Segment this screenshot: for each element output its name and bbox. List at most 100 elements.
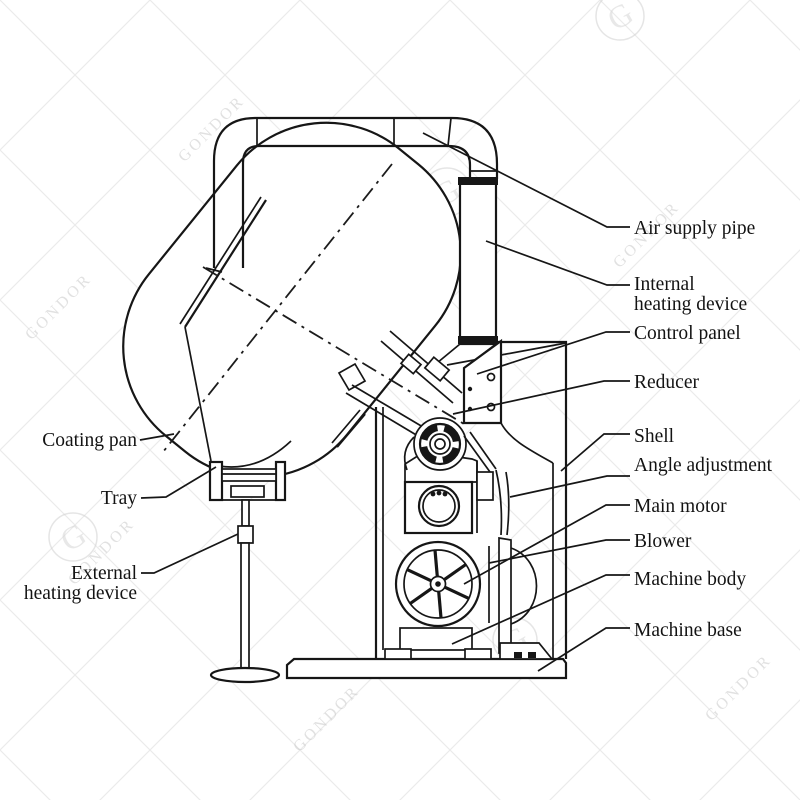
stand-collar (237, 525, 254, 544)
control-panel-plate (462, 338, 503, 425)
label-blower: Blower (634, 531, 692, 552)
label-tray: Tray (101, 488, 137, 509)
shaft-clamp-block (423, 356, 451, 382)
label-coating-pan: Coating pan (42, 430, 137, 451)
pan-rim-edge-upper-inner (179, 196, 262, 325)
leader-tray (140, 466, 217, 499)
control-panel-drawing (462, 338, 503, 425)
motor-terminal-dot (436, 490, 442, 496)
drive-shaft-drawing (337, 362, 429, 440)
pipe-seam (447, 117, 452, 147)
blower-wheel-spokes (406, 549, 470, 619)
label-machine-body: Machine body (634, 569, 746, 590)
motor-face-inner (422, 489, 456, 523)
blower-scroll-arc (510, 547, 538, 625)
blower-wheel-ring (403, 549, 473, 619)
angle-bracket-block (476, 471, 494, 501)
leader-blower (488, 539, 630, 564)
leader-coating-pan (139, 433, 175, 441)
label-main-motor: Main motor (634, 496, 727, 517)
cylinder-top-band (458, 177, 498, 185)
angle-rod (495, 469, 503, 536)
label-control-panel: Control panel (634, 323, 741, 344)
leader-machine-base (537, 627, 630, 672)
stand-neck (241, 499, 250, 527)
shell-top-and-right-wall (496, 340, 568, 659)
foot-pad (528, 652, 536, 658)
blower-drawing (383, 436, 538, 661)
body-foot-block (384, 648, 412, 660)
tray-drawing (208, 460, 287, 502)
wheel-pedestal (399, 627, 473, 651)
leader-internal-heating (485, 240, 630, 286)
stand-foot (209, 666, 281, 684)
pan-rim-edge-upper (184, 199, 267, 328)
leader-main-motor (463, 504, 630, 585)
angle-rod (505, 471, 510, 536)
angle-adjustment-drawing (463, 431, 510, 536)
blower-bracket (498, 536, 512, 654)
shell-front-boundary (500, 422, 554, 464)
label-internal-heating-line2: heating device (634, 294, 747, 315)
wheel-housing-left-arc (403, 436, 415, 471)
pan-support-arm-upper (389, 330, 463, 394)
panel-hole (486, 372, 496, 382)
shaft-edge (351, 384, 429, 431)
angle-strut-edge (469, 431, 497, 470)
external-heating-stand-drawing (209, 499, 281, 684)
leader-control-panel (476, 331, 630, 375)
shell-top-front-edge (446, 342, 567, 366)
label-air-supply-pipe: Air supply pipe (634, 218, 755, 239)
cylinder-bottom-band (458, 336, 498, 344)
blower-wheel-hub-dot (435, 581, 441, 587)
tray-right-post (274, 460, 287, 502)
internal-heating-device-drawing (458, 177, 498, 346)
heating-cylinder (458, 177, 498, 346)
pan-rim-edge-lower-inner (331, 409, 361, 444)
leader-reducer (452, 380, 630, 415)
stand-pole (240, 542, 250, 674)
reducer-drawing (404, 417, 478, 483)
label-internal-heating-line1: Internal (634, 274, 695, 295)
pan-mouth-lower-edge (184, 326, 212, 462)
body-foot-block (464, 648, 492, 660)
machine-base-drawing (285, 642, 568, 680)
pan-back-hub (337, 362, 367, 392)
tray-top-bar (221, 468, 277, 482)
pan-axis-line-shaft (202, 266, 465, 425)
panel-dot (467, 386, 473, 392)
label-shell: Shell (634, 426, 675, 447)
shaft-clamp-block (399, 353, 423, 375)
tray-inner-box (230, 485, 265, 498)
motor-terminal-dot (442, 491, 448, 497)
machine-body-frame-drawing (374, 330, 463, 659)
shaft-edge (345, 392, 424, 440)
foot-pad (514, 652, 522, 658)
handwheel-hub (434, 438, 446, 450)
pan-mouth-arc (218, 440, 292, 468)
pan-rim-edge-lower (336, 413, 366, 448)
motor-terminal-dot (430, 491, 436, 497)
label-external-heating-line2: heating device (24, 583, 137, 604)
pipe-outer-edge (212, 116, 499, 268)
leader-air-supply-pipe (422, 132, 630, 228)
label-angle-adjustment: Angle adjustment (634, 455, 773, 476)
leader-lines (139, 132, 630, 672)
leader-shell (560, 433, 630, 472)
leader-angle-adjustment (509, 475, 630, 498)
angle-strut-edge (463, 435, 491, 473)
coating-pan-drawing (122, 121, 465, 479)
leader-external-heating (141, 533, 239, 574)
main-motor-drawing (403, 461, 478, 535)
motor-face-outer (417, 484, 461, 528)
pan-support-arm-lower (380, 340, 454, 404)
label-machine-base: Machine base (634, 620, 742, 641)
machine-top-slope-left (436, 343, 461, 364)
base-plate (285, 657, 568, 680)
label-reducer: Reducer (634, 372, 699, 393)
labels: Air supply pipe Internal heating device … (24, 218, 773, 641)
